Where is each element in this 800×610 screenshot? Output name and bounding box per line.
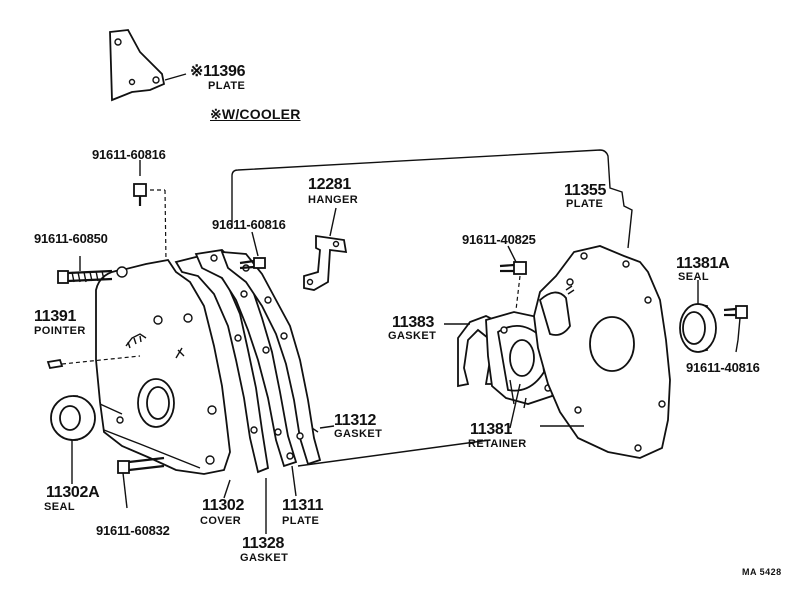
part-number-11328[interactable]: 11328 (242, 535, 285, 552)
part-number-11383[interactable]: 11383 (392, 314, 435, 331)
part-number-11381[interactable]: 11381 (470, 421, 513, 438)
bolt-40825-drawing (499, 261, 527, 311)
part-number-11312[interactable]: 11312 (334, 412, 377, 429)
hanger-12281-drawing (303, 234, 348, 291)
part-name-11381A: SEAL (678, 271, 709, 283)
part-number-12281[interactable]: 12281 (308, 176, 351, 193)
cooler-note: ※W/COOLER (210, 106, 301, 122)
bolt-number-b1[interactable]: 91611-60816 (92, 147, 166, 162)
plate-11311-drawing (194, 249, 298, 468)
part-number-11396[interactable]: ※11396 (190, 63, 246, 80)
seal-11302A-drawing (50, 395, 96, 441)
bolt-40816-drawing (723, 305, 748, 341)
bolt-60850-drawing (57, 269, 113, 284)
bolt-60816-middle-drawing (239, 257, 266, 270)
part-name-11311: PLATE (282, 515, 320, 527)
timing-cover-11302-drawing (95, 259, 231, 475)
part-name-11381: RETAINER (468, 438, 527, 450)
part-number-11391[interactable]: 11391 (34, 308, 77, 325)
bolt-60832-drawing (117, 456, 165, 509)
part-number-11302[interactable]: 11302 (202, 497, 245, 514)
part-number-11355[interactable]: 11355 (564, 182, 607, 199)
catalog-code: MA 5428 (742, 567, 782, 577)
part-name-11302A: SEAL (44, 501, 75, 513)
plate-11396-drawing (109, 29, 187, 102)
part-name-12281: HANGER (308, 194, 359, 206)
part-number-11381A[interactable]: 11381A (676, 255, 730, 272)
part-name-11396: PLATE (208, 80, 246, 92)
end-plate-11355-drawing (533, 245, 671, 459)
bolt-number-b4[interactable]: 91611-40825 (462, 232, 536, 247)
part-number-11302A[interactable]: 11302A (46, 484, 100, 501)
bolt-number-b5[interactable]: 91611-40816 (686, 360, 760, 375)
bolt-number-b2[interactable]: 91611-60850 (34, 231, 108, 246)
part-name-11312: GASKET (334, 428, 383, 440)
part-name-11391: POINTER (34, 325, 86, 337)
seal-11381A-drawing (679, 303, 717, 353)
bolt-number-b3[interactable]: 91611-60816 (212, 217, 286, 232)
bolt-60816-upper-drawing (133, 166, 167, 263)
part-name-11355: PLATE (566, 198, 604, 210)
part-number-11311[interactable]: 11311 (282, 497, 324, 514)
part-name-11383: GASKET (388, 330, 437, 342)
part-name-11328: GASKET (240, 552, 289, 564)
pointer-11391-drawing (46, 355, 141, 370)
part-name-11302: COVER (200, 515, 242, 527)
leader-lines (71, 160, 739, 534)
bolt-number-b6[interactable]: 91611-60832 (96, 523, 170, 538)
